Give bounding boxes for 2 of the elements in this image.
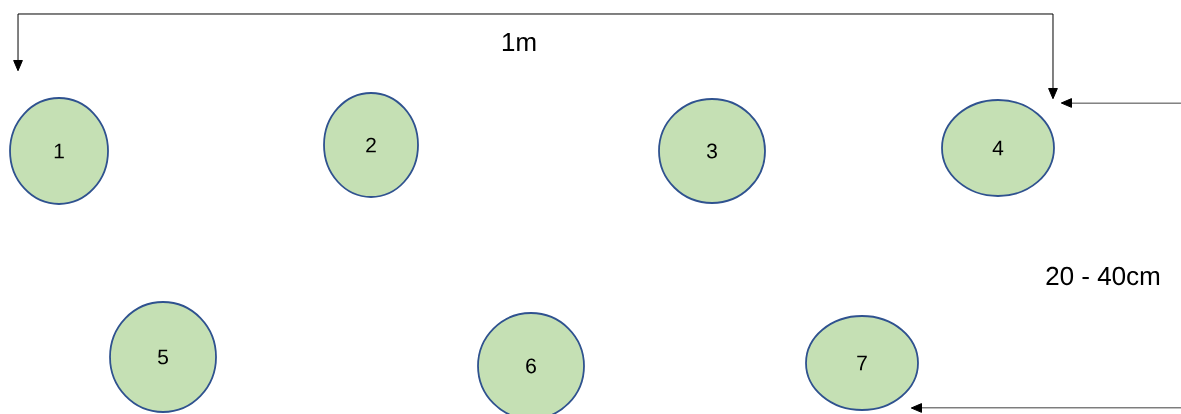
dimension-label: 1m — [502, 33, 536, 51]
dimension-label: 20 - 40cm — [1046, 266, 1160, 286]
